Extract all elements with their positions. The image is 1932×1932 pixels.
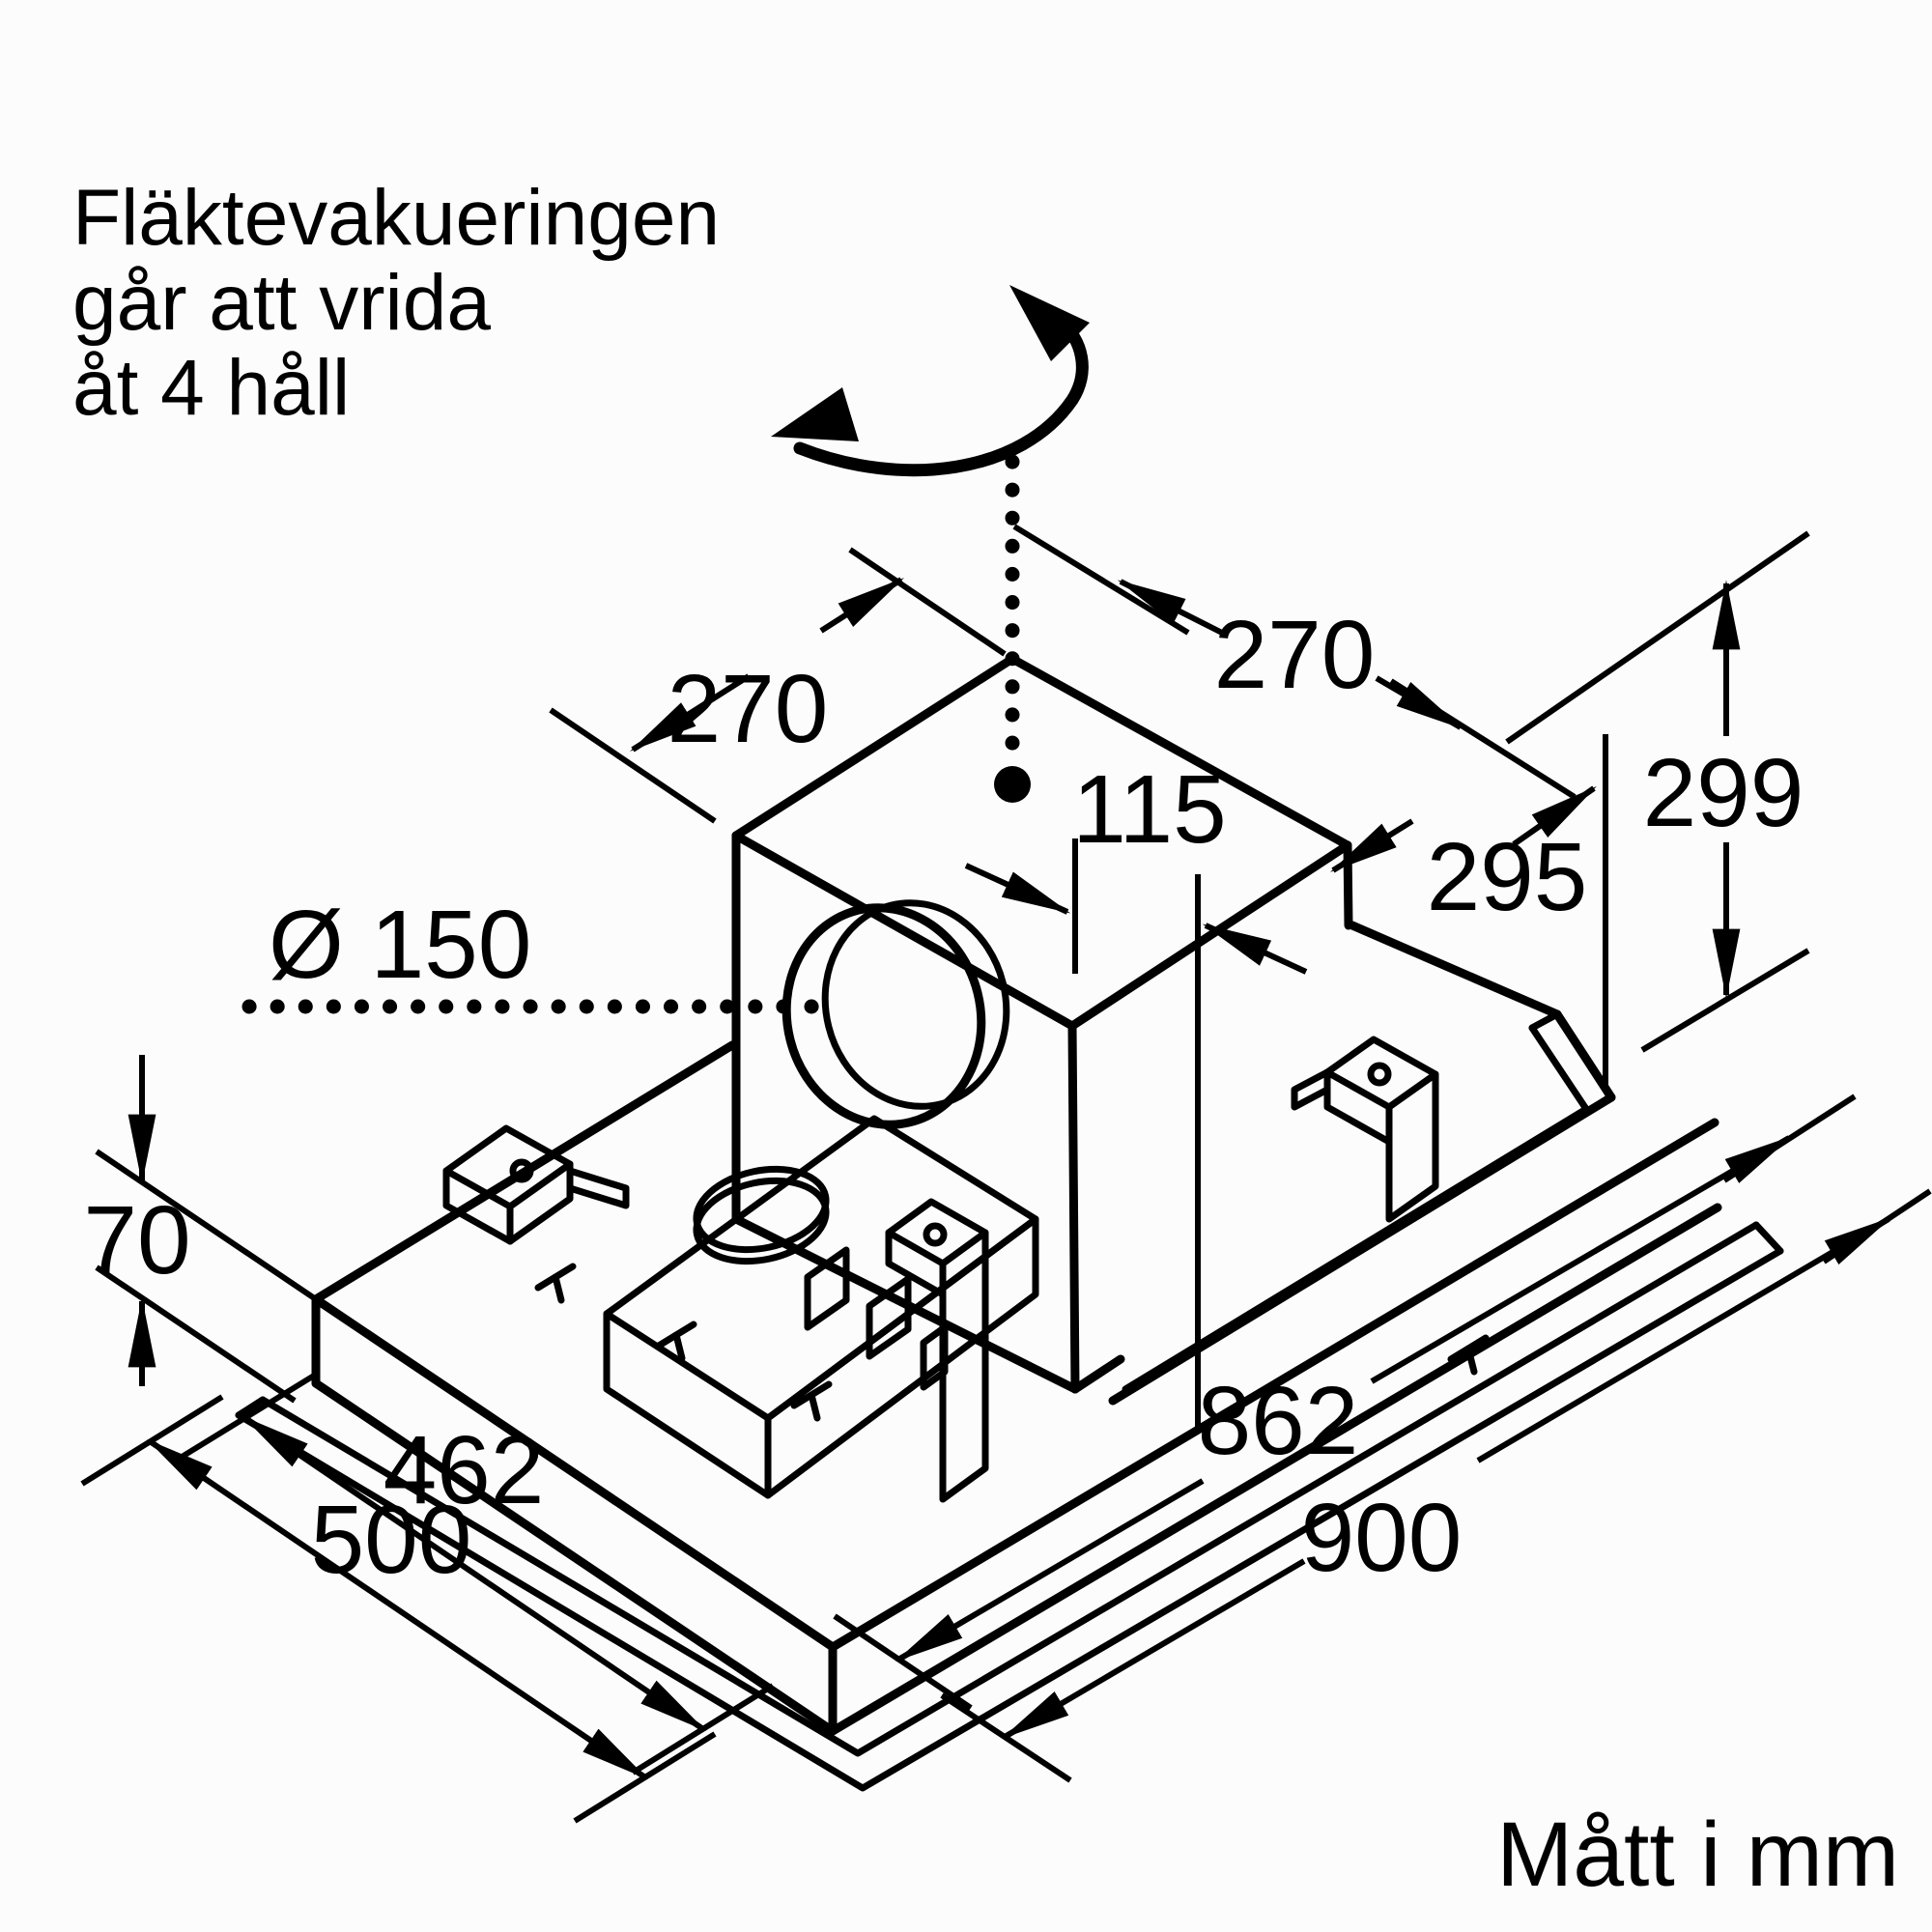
duct-ring — [781, 899, 1010, 1129]
dim-462: 462 — [177, 1373, 775, 1776]
rotation-arrow-icon — [771, 285, 1090, 477]
mounting-clips — [534, 1263, 1490, 1422]
dim-70: 70 — [83, 1055, 321, 1404]
left-bracket — [442, 1124, 630, 1245]
fan-box — [731, 654, 1353, 1394]
dim-900-label: 900 — [1301, 1484, 1463, 1592]
clip — [790, 1380, 833, 1422]
dim-900: 900 — [940, 1188, 1932, 1783]
units-label: Mått i mm — [1496, 1804, 1899, 1906]
blower-opening — [693, 1165, 830, 1265]
dim-270-right: 270 — [1012, 524, 1577, 800]
clip — [534, 1263, 577, 1304]
right-bracket — [1291, 1036, 1439, 1223]
dim-270-left-label: 270 — [668, 655, 829, 763]
clip — [1447, 1334, 1490, 1376]
axis-dot — [994, 766, 1031, 803]
dim-295: 295 — [1329, 734, 1608, 1092]
note-line-3: åt 4 håll — [72, 344, 350, 432]
dim-115-label: 115 — [1072, 755, 1226, 864]
dim-70-label: 70 — [83, 1186, 190, 1294]
dim-299-label: 299 — [1643, 739, 1804, 847]
dim-862-label: 862 — [1198, 1367, 1359, 1475]
dim-270-right-label: 270 — [1214, 601, 1376, 709]
terminal-slots — [804, 1246, 949, 1391]
dim-115: 115 — [964, 755, 1308, 1428]
dim-500: 500 — [80, 1394, 717, 1824]
control-box — [603, 1115, 1039, 1499]
dim-862: 862 — [833, 1094, 1857, 1711]
dim-270-left: 270 — [549, 547, 1007, 824]
chassis — [311, 1040, 1722, 1736]
dim-299: 299 — [1505, 530, 1810, 1053]
clip — [655, 1321, 697, 1362]
front-bracket — [885, 1198, 989, 1503]
note-line-2: går att vrida — [72, 259, 491, 347]
center-axis-dotted-line — [994, 454, 1031, 803]
dim-500-label: 500 — [311, 1486, 472, 1594]
dim-duct-diameter: Ø 150 — [269, 891, 531, 999]
note-line-1: Fläktevakueringen — [72, 174, 720, 262]
note-rotatable-4-ways: Fläktevakueringen går att vrida åt 4 hål… — [72, 174, 720, 432]
dim-295-label: 295 — [1427, 823, 1588, 931]
